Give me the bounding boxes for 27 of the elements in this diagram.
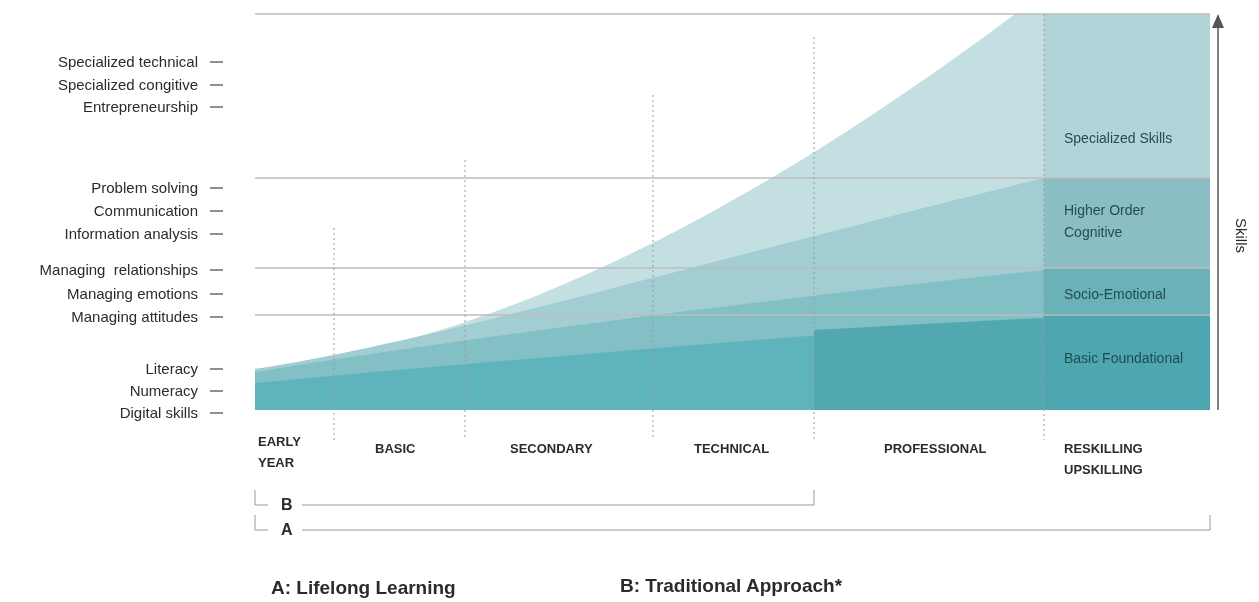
stage-label: TECHNICAL [694, 440, 770, 458]
skill-label: Specialized congitive [56, 75, 198, 95]
skill-label: Communication [92, 201, 198, 221]
skill-label: Managing relationships [38, 260, 198, 280]
bracket-label: B [281, 495, 293, 515]
skill-label: Numeracy [128, 381, 198, 401]
skill-label: Entrepreneurship [81, 97, 198, 117]
key-text: A: Lifelong Learning [271, 577, 456, 599]
band-label: Basic Foundational [1064, 349, 1185, 368]
band-label: Socio-Emotional [1064, 285, 1167, 304]
band-label: Specialized Skills [1064, 129, 1174, 148]
band-label: Higher Order Cognitive [1064, 201, 1146, 242]
key-text: B: Traditional Approach* [620, 575, 843, 597]
skill-label: Literacy [144, 359, 198, 379]
skill-label: Managing attitudes [70, 307, 198, 327]
bracket-label: A [281, 520, 293, 540]
skill-label: Problem solving [90, 178, 198, 198]
stage-label: BASIC [375, 440, 416, 458]
stage-label: SECONDARY [510, 440, 593, 458]
stage-label: PROFESSIONAL [884, 440, 987, 458]
skill-label: Managing emotions [66, 284, 198, 304]
skill-label: Digital skills [118, 403, 198, 423]
stage-label: RESKILLING UPSKILLING [1064, 440, 1144, 479]
stage-label: EARLY YEAR [258, 433, 302, 472]
axis-title: Skills [1232, 218, 1251, 253]
skill-label: Specialized technical [56, 52, 198, 72]
skill-label: Information analysis [63, 224, 198, 244]
